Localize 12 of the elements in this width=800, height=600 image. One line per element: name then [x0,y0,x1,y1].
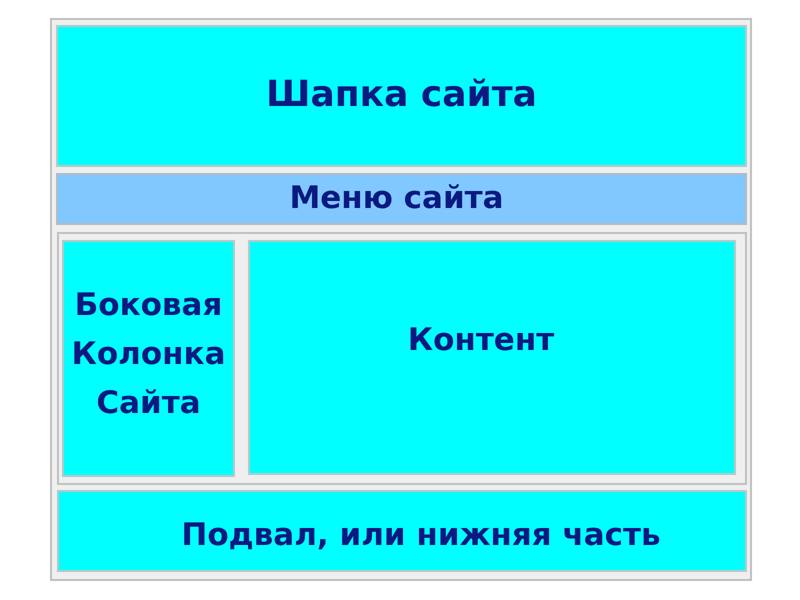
section-label: Шапка сайта [266,73,537,117]
layout-frame [50,18,752,581]
header-block [56,25,747,167]
layout-row [57,232,747,485]
content-block [248,240,736,475]
section-label: Подвал, или нижняя часть [181,517,661,555]
section-label: Контент [408,322,554,360]
footer-block [57,490,747,572]
menu-bar [56,173,747,225]
sidebar-block [62,240,235,477]
section-label: Боковая Колонка Сайта [70,286,227,423]
section-label: Меню сайта [289,180,504,218]
